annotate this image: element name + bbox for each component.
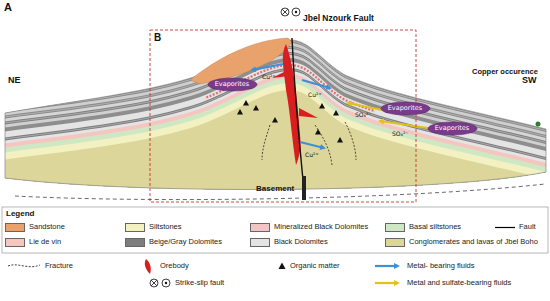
legend-text: Strike-slip fault [175, 279, 224, 287]
legend-swatch [250, 223, 270, 232]
evaporite-lens: Evaporites [381, 102, 430, 115]
direction-label: SW [522, 76, 537, 85]
lens-fill [428, 122, 477, 135]
basement-bar [302, 176, 306, 200]
legend-text: Metal- bearing fluids [407, 262, 475, 270]
ion-label: Cu²⁺ [305, 152, 319, 158]
copper-occurrence-dot [536, 122, 541, 127]
direction-label: NE [8, 76, 21, 85]
legend-frame [2, 207, 548, 253]
basement-boundary [15, 184, 545, 200]
legend-text: Metal and sulfate-bearing fluids [407, 279, 511, 287]
legend-text: Mineralized Black Dolomites [274, 223, 368, 231]
legend-swatch [385, 238, 405, 247]
evaporite-lens: Evaporites [428, 122, 477, 135]
basement-label: Basement [256, 185, 294, 193]
legend-swatch [5, 223, 25, 232]
fractures [262, 122, 356, 165]
fault-name: Jbel Nzourk Fault [303, 14, 374, 23]
legend-text: Basal siltstones [409, 223, 461, 231]
legend-title: Legend [6, 210, 34, 218]
fault-line [292, 38, 304, 190]
occurrence-label: Copper occurence [472, 68, 538, 76]
ion-label: SO₄²⁻ [392, 131, 409, 137]
panel-letter: B [154, 33, 161, 43]
legend-text: Organic matter [290, 262, 340, 270]
section-outline [5, 40, 546, 189]
legend-swatch [385, 223, 405, 232]
legend-swatch [5, 238, 25, 247]
legend-text: Siltstones [149, 223, 182, 231]
legend-text: Beige/Gray Dolomites [149, 238, 222, 246]
legend-text: Fracture [45, 262, 73, 270]
legend-text: Lie de vin [29, 238, 61, 246]
panel-letter: A [4, 2, 12, 13]
orebody [272, 44, 318, 165]
ion-label: Cu²⁺ [262, 74, 276, 80]
legend-text: Fault [519, 223, 536, 231]
legend-swatch [125, 238, 145, 247]
legend-text: Conglomerates and lavas of Jbel Boho [409, 238, 538, 246]
legend-swatch [250, 238, 270, 247]
legend-swatch [125, 223, 145, 232]
lens-fill [208, 78, 257, 91]
ion-label: Cu²⁺ [308, 92, 322, 98]
lens-text: Evaporites [208, 78, 257, 91]
legend-text: Sandstone [29, 223, 65, 231]
strata [0, 40, 550, 301]
legend-samples [8, 228, 515, 288]
legend-text: Orebody [160, 262, 189, 270]
ion-label: SO₄²⁻ [355, 112, 372, 118]
lens-text: Evaporites [428, 122, 477, 135]
lens-text: Evaporites [381, 102, 430, 115]
organic-matter [237, 100, 343, 143]
strike-slip-symbols [281, 8, 300, 16]
inset-frame [150, 30, 416, 202]
lens-fill [381, 102, 430, 115]
legend-text: Black Dolomites [274, 238, 328, 246]
evaporite-lens: Evaporites [208, 78, 257, 91]
sandstone-cap [190, 38, 292, 84]
